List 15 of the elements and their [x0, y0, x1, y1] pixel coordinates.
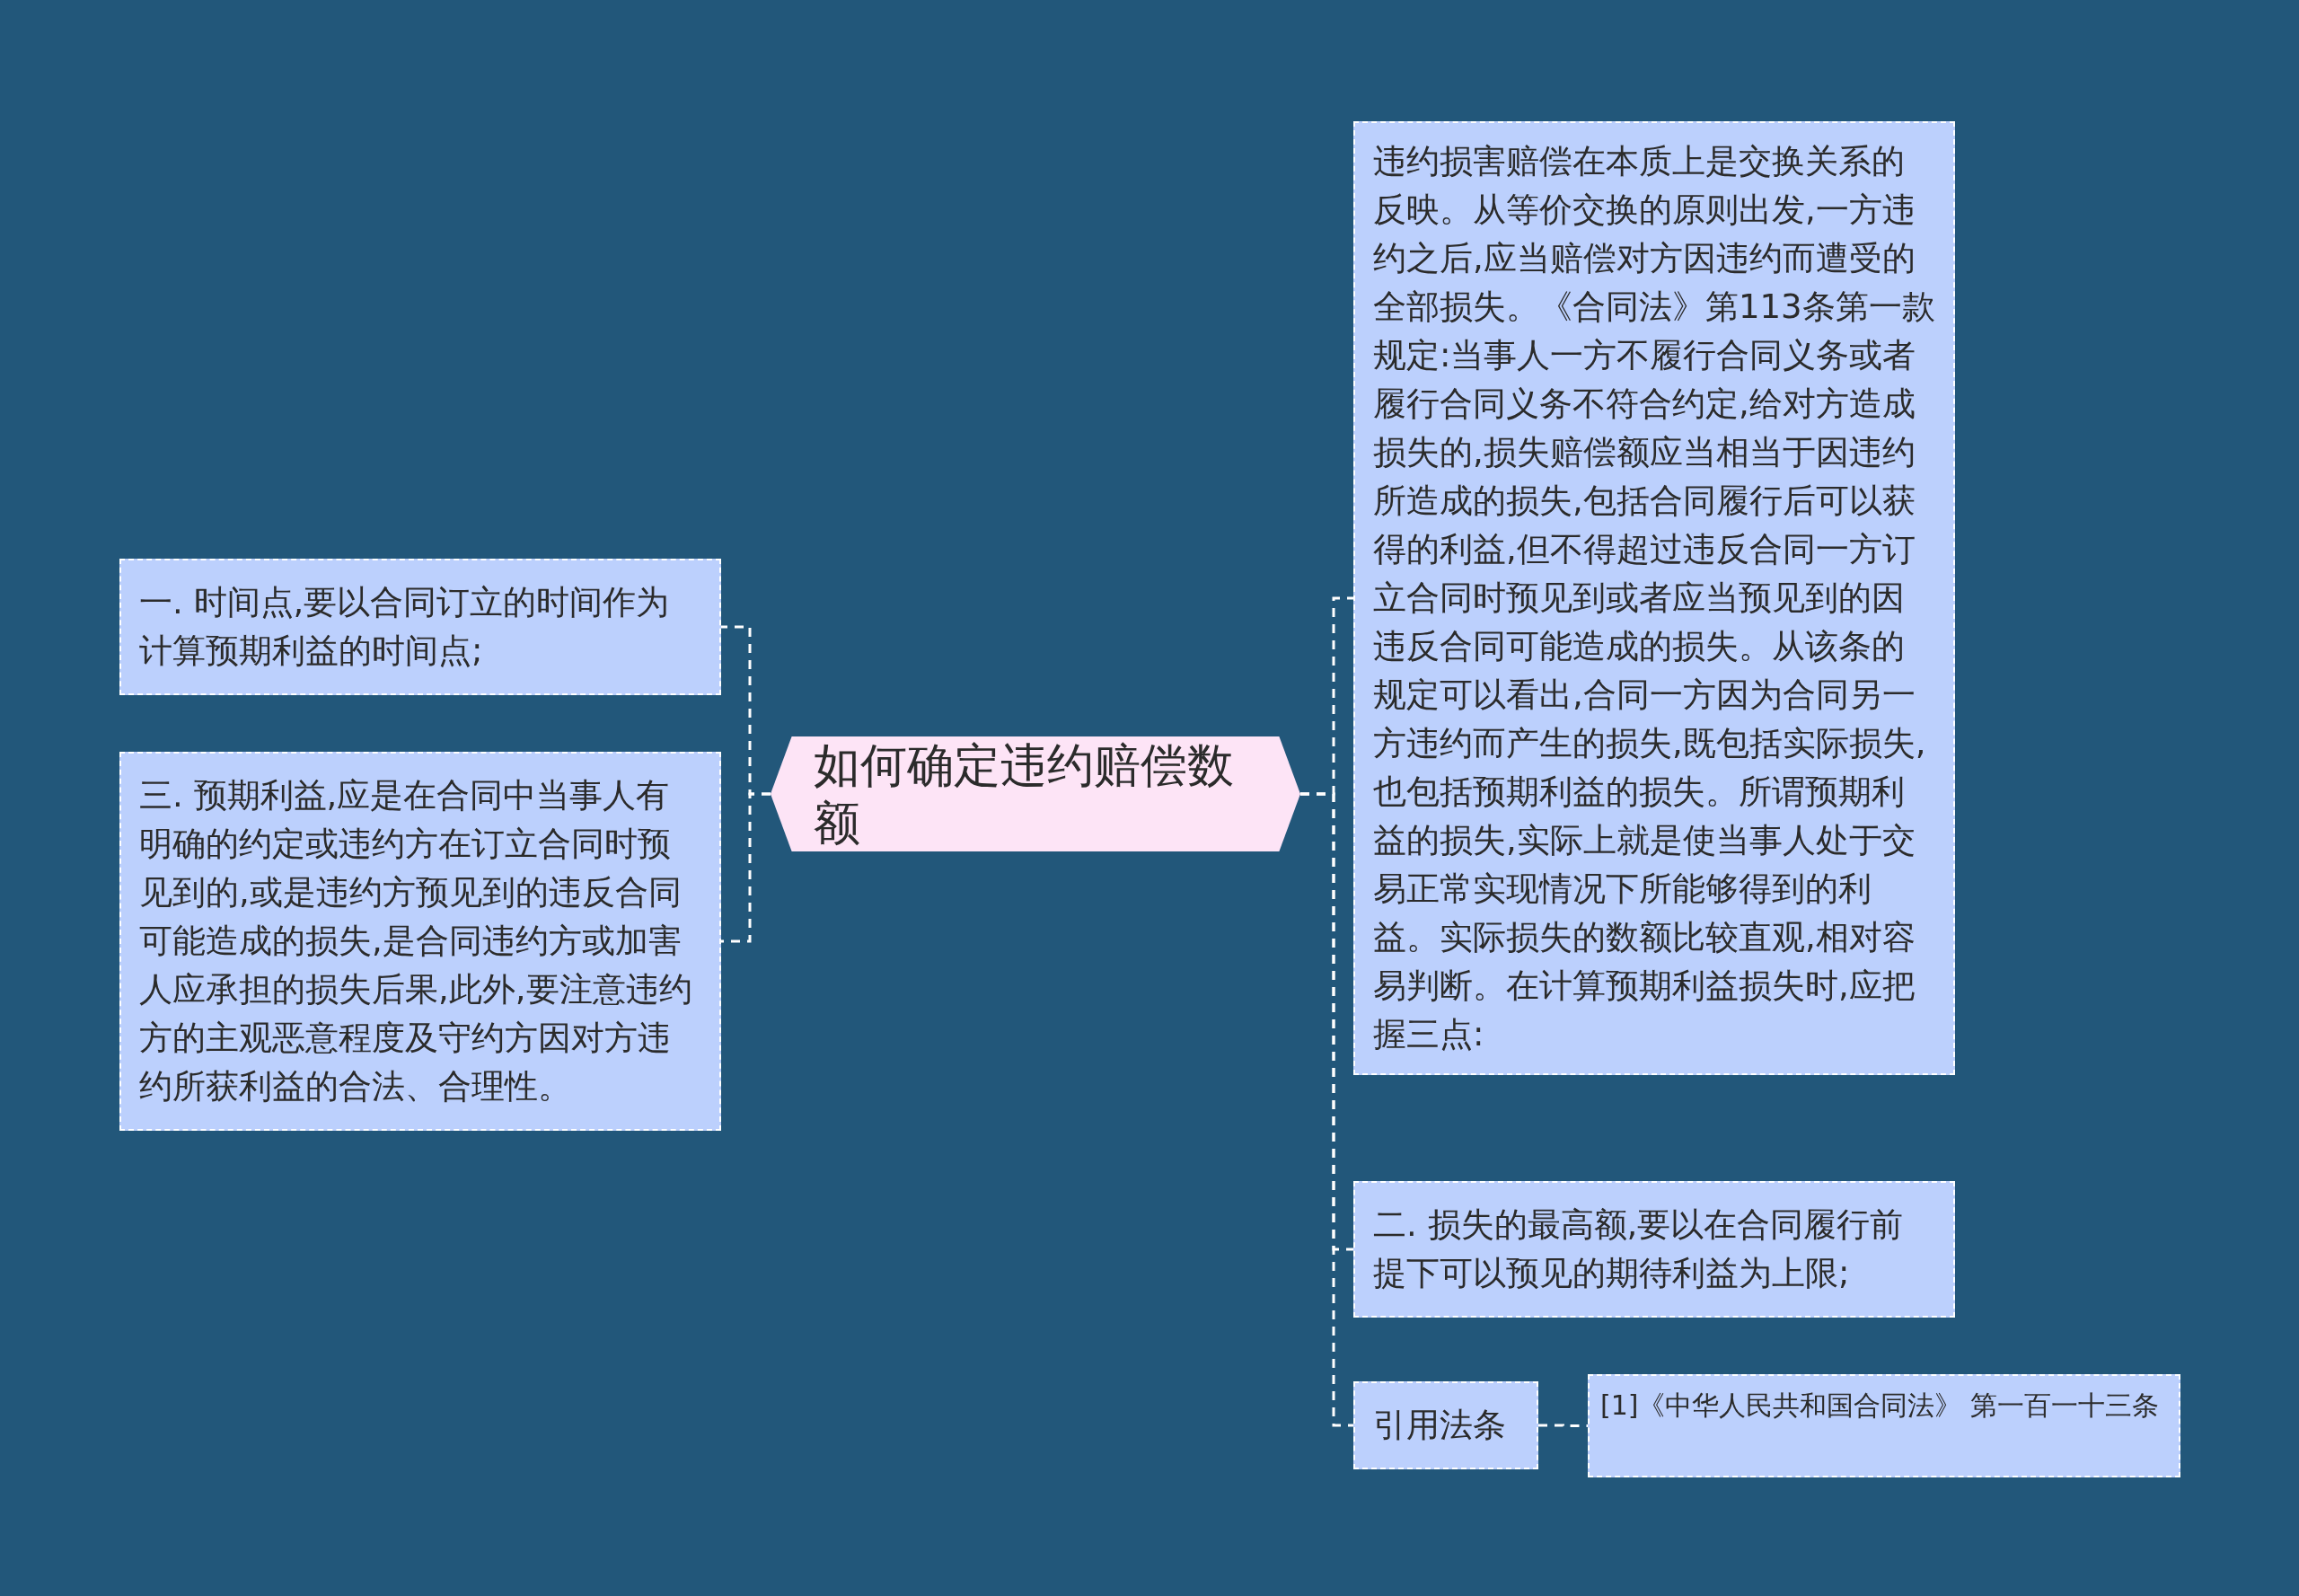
- node-text: 违约损害赔偿在本质上是交换关系的反映。从等价交换的原则出发,一方违约之后,应当赔偿对方因违约而遭受的全部损失。《合同法》第113条第一款规定:当事人一方不履行合同义务或者履行合同义务不符合约定,给对方造成损失的,损失赔偿额应当相当于因违约所造成的损失,包括合同履行后可以获得的利益,但不得超过违反合同一方订立合同时预见到或者应当预见到的因违反合同可能造成的损失。从该条的规定可以看出,合同一方因为合同另一方违约而产生的损失,既包括实际损失,也包括预期利益的损失。所谓预期利益的损失,实际上就是使当事人处于交易正常实现情况下所能够得到的利益。实际损失的数额比较直观,相对容易判断。在计算预期利益损失时,应把握三点:: [1373, 141, 1935, 1055]
- connector-line: [721, 792, 771, 943]
- node-text: [1]《中华人民共和国合同法》 第一百一十三条: [1600, 1390, 2161, 1421]
- text-box: [1588, 1374, 2180, 1477]
- text-box: [1353, 1381, 1538, 1469]
- connector-line: [1300, 792, 1353, 1427]
- node-text: 二. 损失的最高额,要以在合同履行前提下可以预见的期待利益为上限;: [1373, 1204, 1905, 1294]
- text-box: [1353, 1181, 1955, 1318]
- connector-line: [1538, 1424, 1588, 1427]
- node-text: 引用法条: [1373, 1405, 1507, 1446]
- text-box: [119, 752, 721, 1131]
- topic-title: 如何确定违约赔偿数额: [814, 737, 1235, 851]
- text-box: [119, 559, 721, 695]
- node-text: 一. 时间点,要以合同订立的时间作为计算预期利益的时间点;: [139, 582, 671, 672]
- node-text: 三. 预期利益,应是在合同中当事人有明确的约定或违约方在订立合同时预见到的,或是违约方预见到的违反合同可能造成的损失,是合同违约方或加害人应承担的损失后果,此外,要注意违约方的主观恶意程度及守约方因对方违约所获利益的合法、合理性。: [139, 775, 693, 1107]
